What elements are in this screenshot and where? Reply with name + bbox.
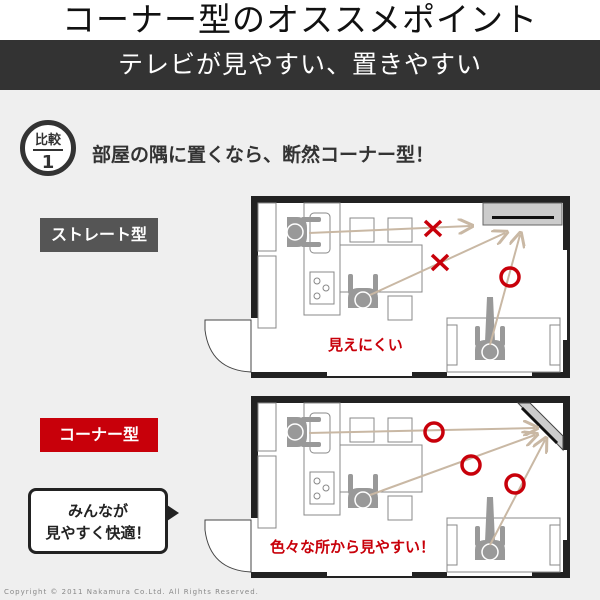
straight-type-label: ストレート型 bbox=[40, 218, 158, 252]
copyright: Copyright © 2011 Nakamura Co.Ltd. All Ri… bbox=[4, 588, 259, 596]
speech-bubble: みんなが 見やすく快適！ bbox=[28, 488, 179, 554]
corner-type-plan: 色々な所から見やすい！ bbox=[205, 396, 570, 578]
badge-divider bbox=[33, 149, 63, 151]
badge-number: 1 bbox=[41, 152, 55, 173]
tv-straight bbox=[482, 202, 563, 226]
badge-label: 比較 bbox=[34, 133, 61, 148]
corner-caption: 色々な所から見やすい！ bbox=[270, 538, 435, 556]
o-marks bbox=[423, 421, 526, 495]
straight-caption: 見えにくい bbox=[327, 336, 403, 354]
section-heading: 部屋の隅に置くなら、断然コーナー型！ bbox=[92, 144, 435, 166]
x-mark bbox=[423, 219, 450, 272]
comparison-badge: 比較 1 bbox=[20, 120, 76, 176]
bubble-line-1: みんなが bbox=[67, 502, 128, 520]
page-title: コーナー型のオススメポイント bbox=[0, 0, 600, 40]
bubble-line-2: 見やすく快適！ bbox=[45, 524, 151, 542]
corner-type-label: コーナー型 bbox=[40, 418, 158, 452]
o-mark bbox=[499, 266, 521, 288]
subtitle-band: テレビが見やすい、置きやすい bbox=[0, 40, 600, 90]
straight-type-plan: 見えにくい bbox=[205, 196, 570, 378]
